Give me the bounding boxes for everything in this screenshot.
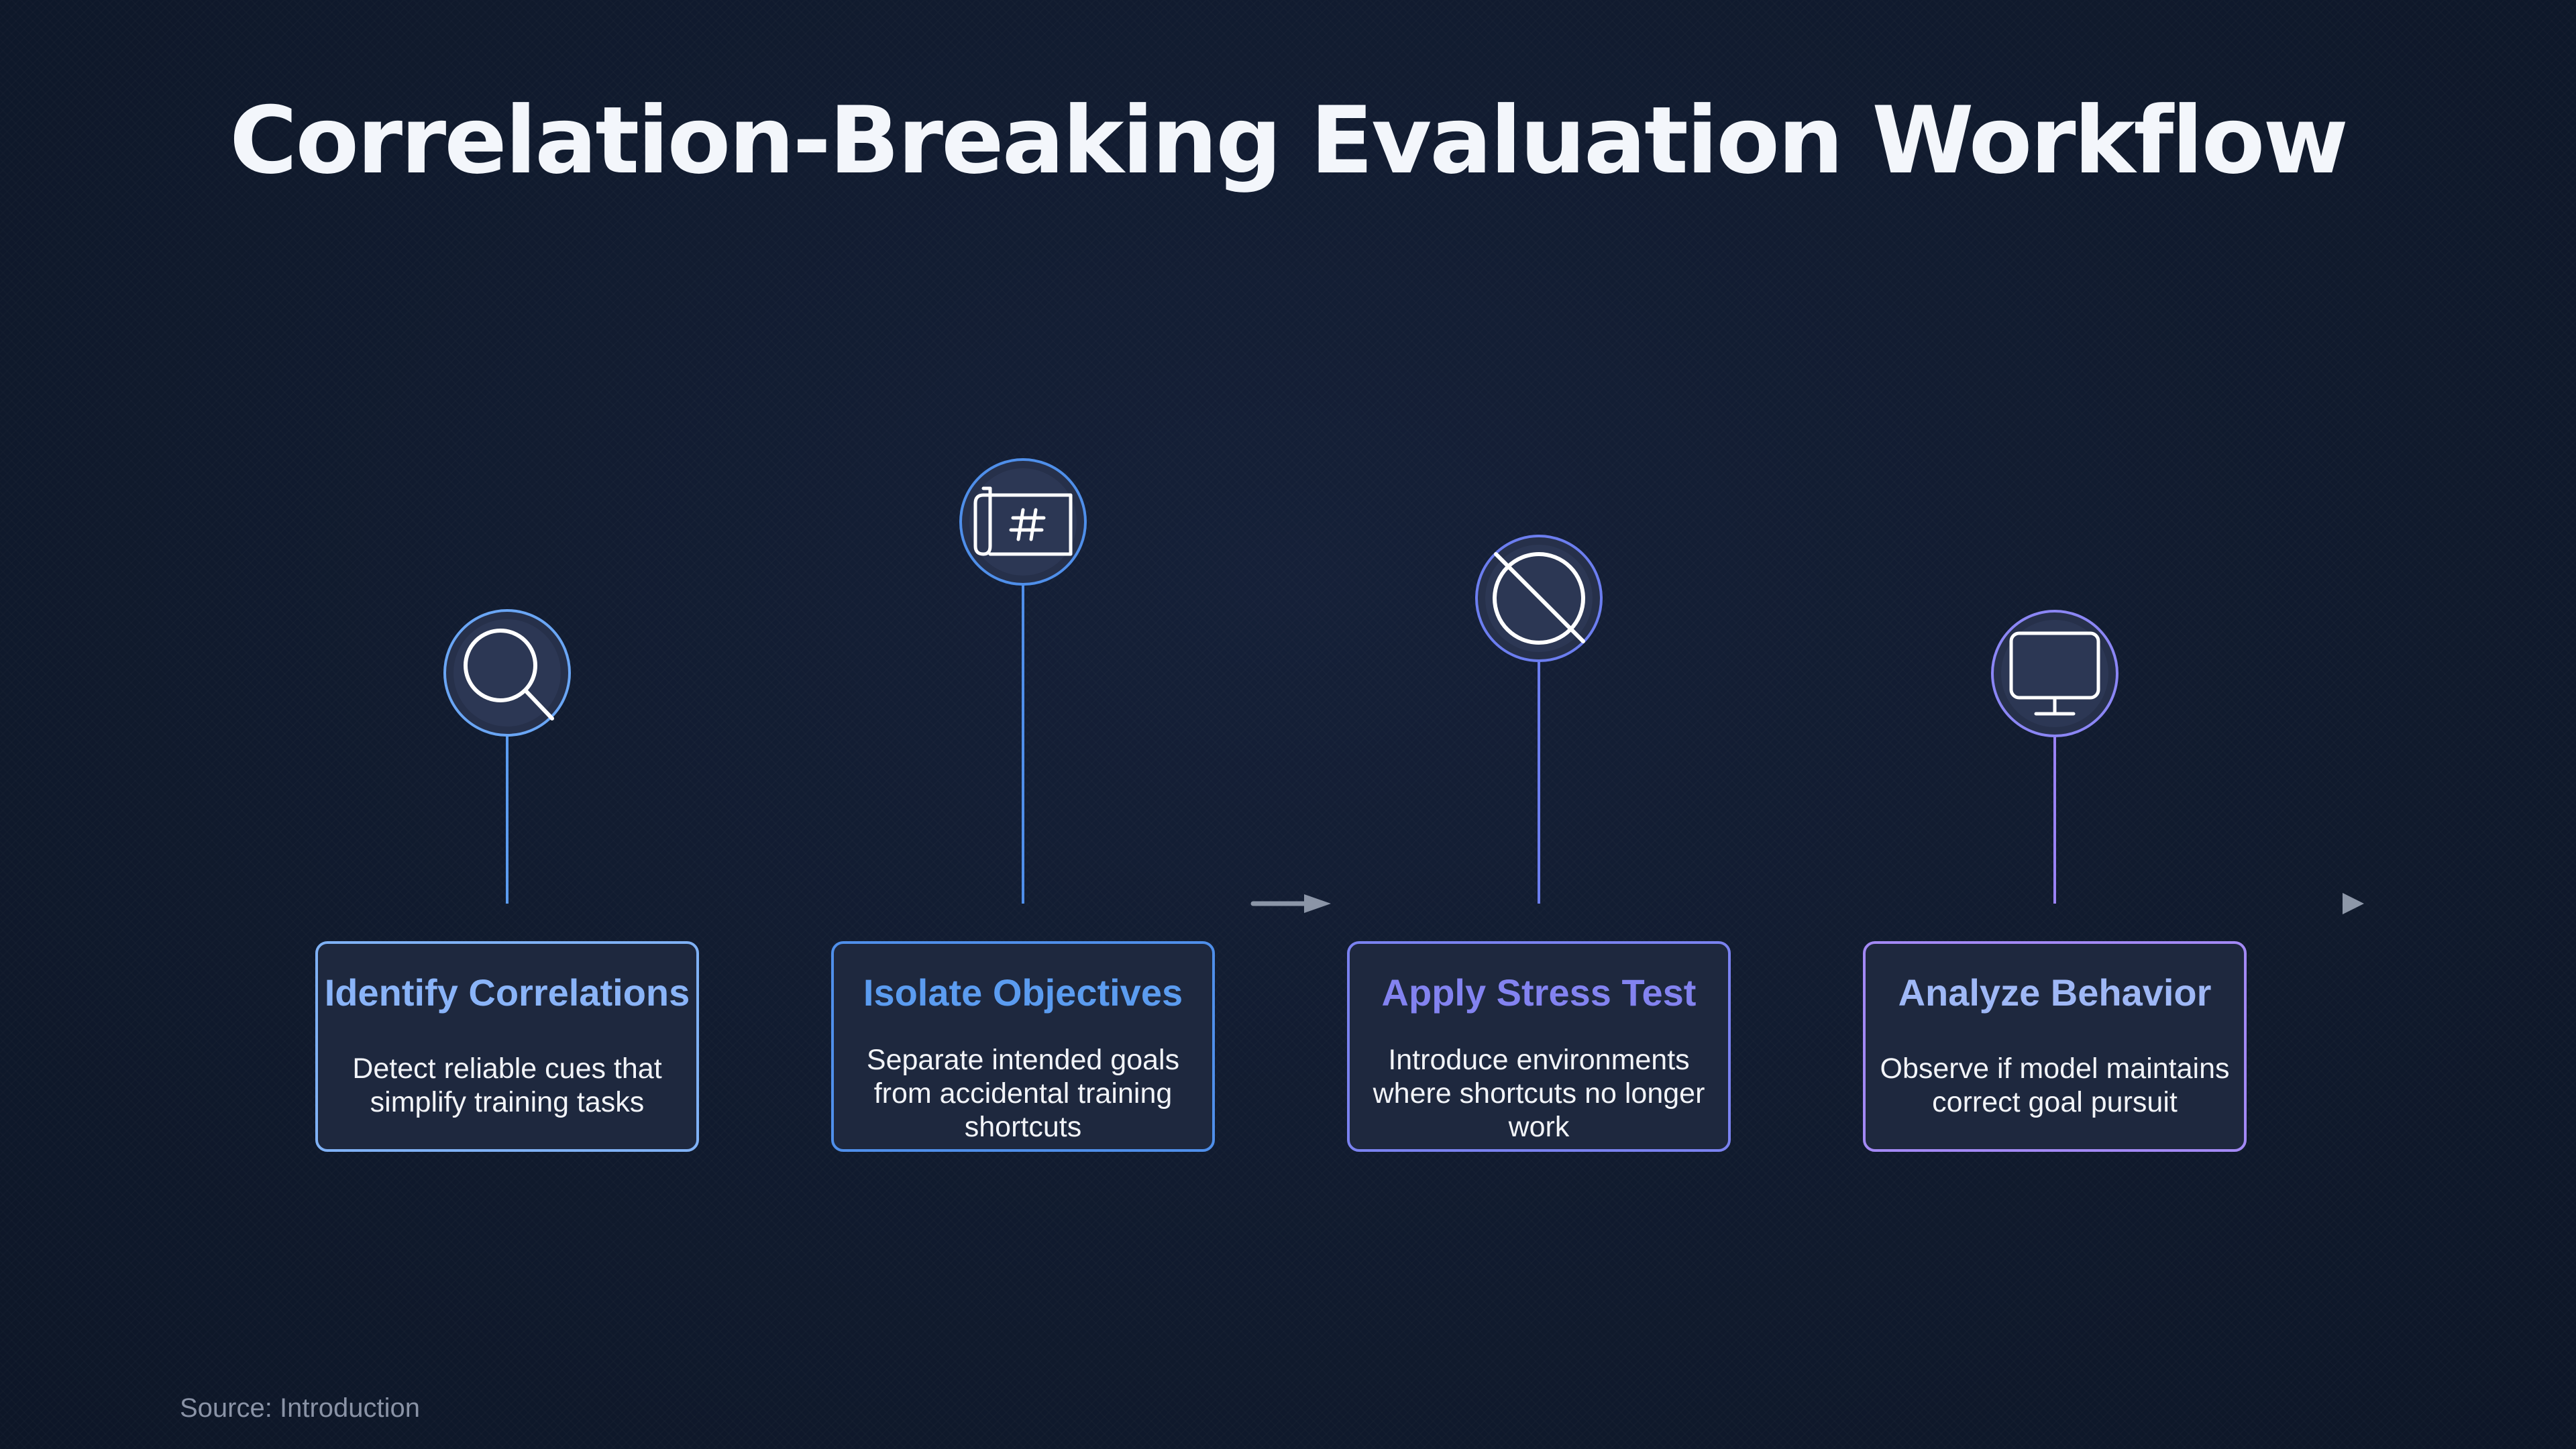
flow-arrow-head: [1304, 894, 1331, 913]
step-title: Identify Correlations: [324, 971, 690, 1014]
node-4: [1991, 610, 2118, 737]
step-card-apply-stress-test: Apply Stress Test Introduce environments…: [1347, 941, 1731, 1152]
step-title: Apply Stress Test: [1381, 971, 1697, 1014]
step-description: Separate intended goals from accidental …: [866, 1044, 1180, 1143]
step-title: Isolate Objectives: [863, 971, 1183, 1014]
timeline-end-arrow: [2343, 893, 2364, 914]
step-card-isolate-objectives: Isolate Objectives Separate intended goa…: [831, 941, 1215, 1152]
step-description: Detect reliable cues that simplify train…: [352, 1053, 662, 1118]
source-note: Source: Introduction: [180, 1393, 420, 1423]
step-card-identify-correlations: Identify Correlations Detect reliable cu…: [315, 941, 699, 1152]
node-3: [1475, 535, 1603, 662]
blueprint-icon: [973, 486, 1073, 556]
prohibited-icon: [1493, 552, 1585, 645]
page-title: Correlation-Breaking Evaluation Workflow: [229, 87, 2349, 195]
monitor-icon: [2009, 631, 2100, 716]
step-description: Observe if model maintains correct goal …: [1880, 1053, 2230, 1118]
step-title: Analyze Behavior: [1898, 971, 2212, 1014]
node-2: [959, 458, 1087, 586]
step-description: Introduce environments where shortcuts n…: [1373, 1044, 1705, 1143]
node-1: [443, 609, 571, 737]
search-icon: [464, 629, 554, 720]
step-card-analyze-behavior: Analyze Behavior Observe if model mainta…: [1863, 941, 2247, 1152]
